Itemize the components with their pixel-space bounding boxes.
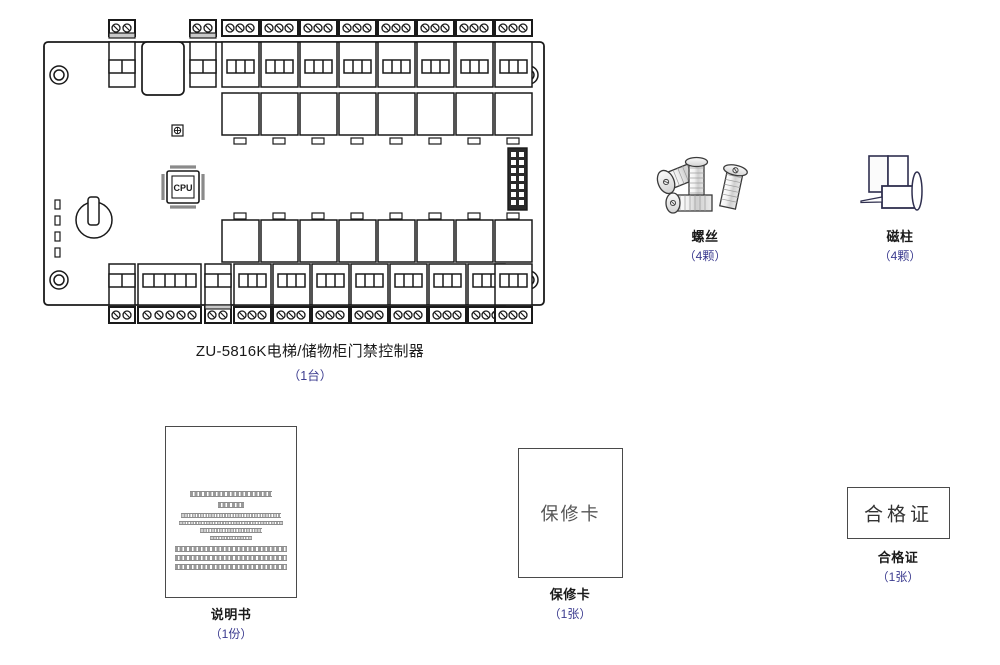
controller-quantity: （1台） bbox=[287, 369, 333, 383]
warranty-card: 保修卡 bbox=[518, 448, 623, 578]
screws-caption: 螺丝 （4颗） bbox=[625, 226, 785, 264]
svg-text:CPU: CPU bbox=[173, 183, 192, 193]
warranty-card-face-text: 保修卡 bbox=[540, 504, 601, 525]
manual-name: 说明书 bbox=[210, 607, 252, 622]
controller-board-illustration: CPU bbox=[20, 8, 580, 338]
warranty-quantity: （1张） bbox=[548, 607, 592, 621]
certificate-quantity: （1张） bbox=[876, 570, 920, 584]
certificate-face-text: 合格证 bbox=[863, 503, 933, 526]
manual-caption: 说明书 （1份） bbox=[151, 604, 311, 642]
certificate-caption: 合格证 （1张） bbox=[818, 547, 978, 585]
certificate-name: 合格证 bbox=[877, 550, 919, 565]
screws-quantity: （4颗） bbox=[683, 249, 727, 263]
controller-caption: ZU-5816K电梯/储物柜门禁控制器 （1台） bbox=[100, 340, 520, 384]
magnetic-post-illustration bbox=[855, 152, 955, 220]
certificate-card: 合格证 bbox=[847, 487, 950, 539]
magnetic-post-quantity: （4颗） bbox=[878, 249, 922, 263]
warranty-caption: 保修卡 （1张） bbox=[490, 584, 650, 622]
warranty-name: 保修卡 bbox=[549, 587, 591, 602]
controller-name: ZU-5816K电梯/储物柜门禁控制器 bbox=[195, 343, 425, 360]
manual-placeholder-text bbox=[174, 491, 288, 573]
screws-illustration bbox=[645, 152, 765, 220]
manual-quantity: （1份） bbox=[209, 627, 253, 641]
screws-name: 螺丝 bbox=[691, 229, 719, 244]
manual-page bbox=[165, 426, 297, 598]
magnetic-post-name: 磁柱 bbox=[886, 229, 914, 244]
magnetic-post-caption: 磁柱 （4颗） bbox=[830, 226, 970, 264]
